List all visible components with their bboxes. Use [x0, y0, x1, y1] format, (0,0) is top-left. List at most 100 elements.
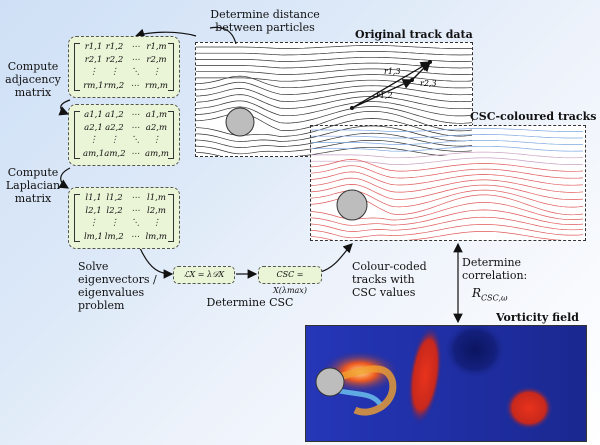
streamline: [196, 45, 472, 49]
cylinder-vorticity: [315, 367, 345, 397]
matrix-cell: a2,2: [105, 123, 124, 133]
matrix-cell: ⋮: [110, 67, 119, 77]
original-track-title: Original track data: [355, 28, 473, 41]
cylinder-csc: [336, 189, 368, 221]
determine-distance-label: Determine distance between particles: [210, 8, 320, 34]
matrix-cell: lm,1: [83, 232, 103, 242]
matrix-cell: ⋮: [110, 135, 119, 145]
matrix-cell: ⋮: [152, 218, 161, 228]
csc-equation-box: CSC = X(λmax): [258, 266, 322, 295]
matrix-cell: ⋮: [89, 67, 98, 77]
compute-adjacency-label: Compute adjacency matrix: [5, 60, 61, 99]
streamline: [311, 134, 584, 139]
matrix-cell: ⋯: [131, 55, 140, 65]
vorticity-field: [306, 326, 586, 441]
matrix-cell: l1,1: [85, 193, 102, 203]
correlation-symbol: RCSC,ω: [472, 287, 542, 304]
streamline: [311, 171, 584, 186]
matrix-cell: am,1: [83, 149, 105, 159]
matrix-cell: ⋯: [131, 193, 140, 203]
streamline: [196, 106, 472, 124]
matrix-cell: r2,m: [146, 55, 167, 65]
colour-coded-label: Colour-coded tracks with CSC values: [352, 260, 427, 299]
determine-csc-label: Determine CSC: [206, 296, 294, 309]
matrix-cell: r2,2: [105, 55, 124, 65]
matrix-cell: am,m: [145, 149, 169, 159]
streamline: [311, 128, 584, 132]
matrix-cell: lm,m: [145, 232, 167, 242]
flow-arrows: [58, 26, 463, 324]
r13-label: r1,3: [384, 67, 401, 76]
matrix-cell: rm,1: [83, 81, 104, 91]
matrix-cell: ⋯: [131, 42, 140, 52]
matrix-cell: ⋯: [130, 81, 139, 91]
matrix-cell: ⋯: [130, 232, 140, 242]
matrix-cell: ⋯: [131, 149, 140, 159]
streamline: [311, 231, 583, 240]
streamline: [311, 159, 584, 172]
matrix-cell: r2,1: [84, 55, 103, 65]
matrix-cell: a2,1: [84, 123, 103, 133]
matrix-cell: l2,1: [85, 206, 102, 216]
correlation-subscript: CSC,ω: [481, 293, 508, 303]
matrix-cell: r1,m: [146, 42, 167, 52]
correlation-R: R: [472, 286, 482, 300]
vorticity-title: Vorticity field: [496, 311, 579, 324]
matrix-cell: r1,1: [84, 42, 103, 52]
eigen-equation-box: ℒX = λ𝒟X: [173, 266, 235, 284]
streamline: [311, 209, 584, 226]
matrix-cell: am,2: [104, 149, 126, 159]
matrix-cell: ⋮: [152, 67, 161, 77]
streamline: [196, 75, 472, 89]
matrix-cell: l1,m: [147, 193, 166, 203]
streamline: [311, 224, 584, 239]
streamline: [196, 139, 472, 155]
distance-annotation: [350, 60, 432, 110]
matrix-cell: ⋯: [131, 123, 140, 133]
matrix-cell: ⋱: [131, 135, 140, 145]
streamline: [311, 216, 584, 232]
cylinder-original: [225, 107, 255, 137]
matrix-cell: ⋮: [89, 135, 98, 145]
matrix-cell: a1,m: [145, 110, 168, 120]
matrix-cell: ⋯: [131, 110, 140, 120]
matrix-cell: lm,2: [104, 232, 124, 242]
streamline: [196, 81, 472, 96]
streamline: [196, 125, 472, 142]
matrix-cell: ⋱: [131, 218, 140, 228]
matrix-cell: ⋮: [110, 218, 119, 228]
streamline: [196, 94, 472, 110]
streamline: [311, 140, 584, 145]
matrix-cell: r1,2: [105, 42, 124, 52]
streamline: [196, 88, 472, 103]
streamline: [196, 56, 472, 62]
streamline: [196, 51, 472, 56]
streamline: [311, 157, 584, 165]
matrix-cell: a1,1: [84, 110, 103, 120]
matrix-cell: l2,2: [106, 206, 123, 216]
matrix-cell: a2,m: [145, 123, 168, 133]
streamline: [311, 177, 584, 193]
csc-streamlines: [311, 128, 584, 240]
matrix-cell: a1,2: [105, 110, 124, 120]
r23-label: r2,3: [420, 79, 437, 88]
matrix-cell: ⋮: [152, 135, 161, 145]
compute-laplacian-label: Compute Laplacian matrix: [5, 166, 61, 205]
streamline: [196, 74, 472, 82]
original-streamlines: [196, 45, 472, 156]
streamline: [196, 68, 472, 75]
matrix-cell: l2,m: [147, 206, 166, 216]
matrix-cell: rm,m: [145, 81, 168, 91]
solve-eigen-label: Solve eigenvectors / eigenvalues problem: [78, 260, 157, 312]
streamline: [196, 100, 472, 117]
streamline: [196, 132, 472, 148]
streamline: [311, 165, 584, 179]
streamline: [311, 151, 584, 159]
matrix-cell: rm,2: [103, 81, 125, 91]
streamline: [311, 184, 584, 200]
matrix-cell: ⋮: [89, 218, 98, 228]
